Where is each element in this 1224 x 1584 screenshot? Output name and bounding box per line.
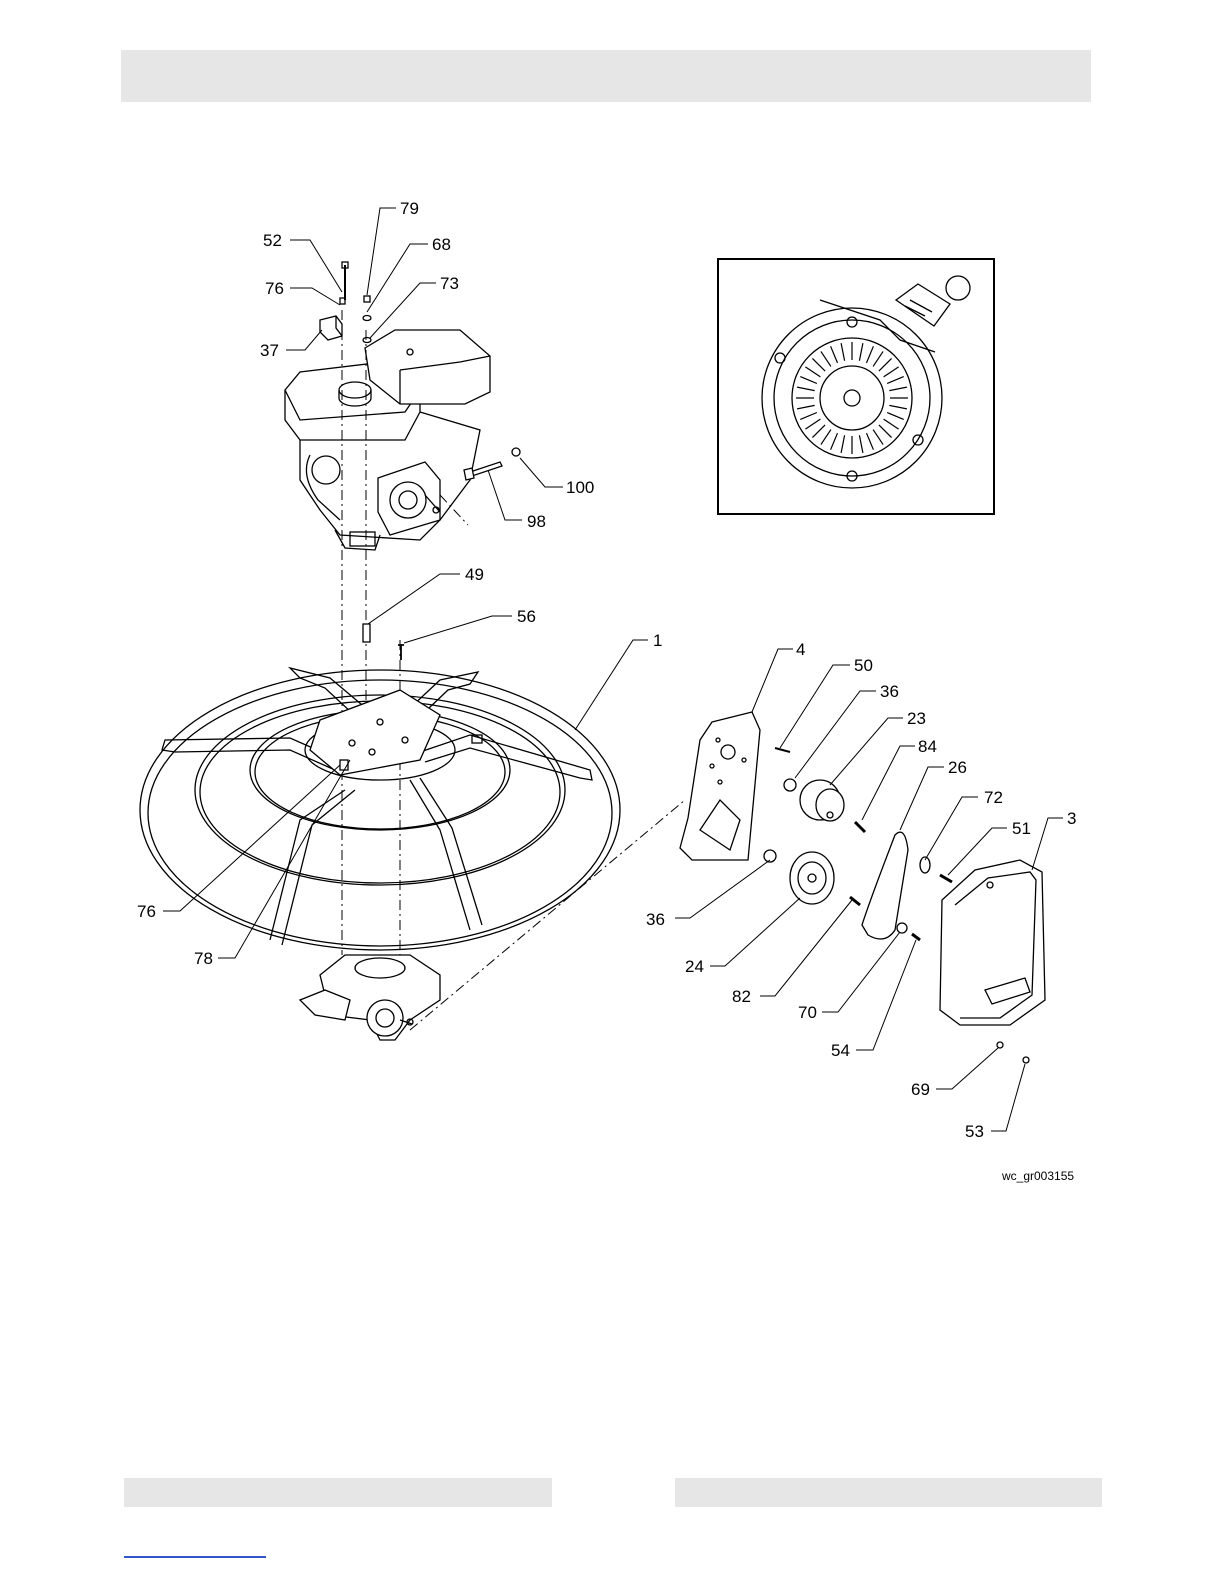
callout-56: 56: [517, 607, 536, 626]
callout-98: 98: [527, 512, 546, 531]
recoil-slot: [884, 419, 899, 429]
recoil-slot: [805, 367, 820, 377]
callout-49: 49: [465, 565, 484, 584]
recoil-slot: [879, 358, 892, 371]
callout-84: 84: [918, 737, 937, 756]
callout-23: 23: [907, 709, 926, 728]
recoil-slot: [873, 430, 883, 445]
recoil-slot: [800, 377, 817, 384]
callout-37: 37: [260, 341, 279, 360]
recoil-slot: [887, 377, 904, 384]
callout-68: 68: [432, 235, 451, 254]
callout-79: 79: [400, 199, 419, 218]
recoil-slot: [859, 435, 863, 453]
figure-code: wc_gr003155: [1001, 1169, 1074, 1183]
recoil-starter-inset: [718, 259, 994, 514]
recoil-slot: [873, 351, 883, 366]
recoil-slot: [889, 405, 907, 409]
bolt-and-nut: [464, 448, 520, 480]
recoil-slot: [859, 343, 863, 361]
part-56: [398, 645, 404, 660]
callout-73: 73: [440, 274, 459, 293]
recoil-slot: [805, 419, 820, 429]
recoil-slot: [831, 433, 838, 450]
recoil-slot: [797, 387, 815, 391]
recoil-slot: [884, 367, 899, 377]
callout-51: 51: [1012, 819, 1031, 838]
callout-76-bottom: 76: [137, 902, 156, 921]
callout-100: 100: [566, 478, 594, 497]
callout-72: 72: [984, 788, 1003, 807]
recoil-slot: [821, 430, 831, 445]
recoil-slot: [887, 413, 904, 420]
recoil-slot: [841, 343, 845, 361]
callout-26: 26: [948, 758, 967, 777]
recoil-slot: [867, 433, 874, 450]
ignition-parts: [320, 262, 371, 343]
callout-36-top: 36: [880, 682, 899, 701]
engine-drawing: [285, 330, 490, 550]
callout-82: 82: [732, 987, 751, 1006]
callout-54: 54: [831, 1041, 850, 1060]
recoil-slot: [867, 346, 874, 363]
recoil-slot: [879, 425, 892, 438]
callout-53: 53: [965, 1122, 984, 1141]
recoil-slot: [812, 358, 825, 371]
gearbox-drawing: [300, 955, 440, 1040]
guard-ring: [140, 668, 620, 950]
callout-52: 52: [263, 231, 282, 250]
callout-70: 70: [798, 1003, 817, 1022]
callout-4: 4: [796, 640, 805, 659]
recoil-slot: [821, 351, 831, 366]
recoil-slot: [812, 425, 825, 438]
callout-36-bottom: 36: [646, 910, 665, 929]
recoil-slot: [889, 387, 907, 391]
drive-parts: [680, 712, 1045, 1063]
callout-50: 50: [854, 656, 873, 675]
part-49: [363, 624, 370, 642]
callout-78: 78: [194, 949, 213, 968]
recoil-slot: [800, 413, 817, 420]
recoil-slot: [797, 405, 815, 409]
recoil-slot: [831, 346, 838, 363]
callout-3: 3: [1067, 809, 1076, 828]
callout-24: 24: [685, 957, 704, 976]
callout-76-top: 76: [265, 279, 284, 298]
callout-1: 1: [653, 631, 662, 650]
callout-69: 69: [911, 1080, 930, 1099]
recoil-slot: [841, 435, 845, 453]
